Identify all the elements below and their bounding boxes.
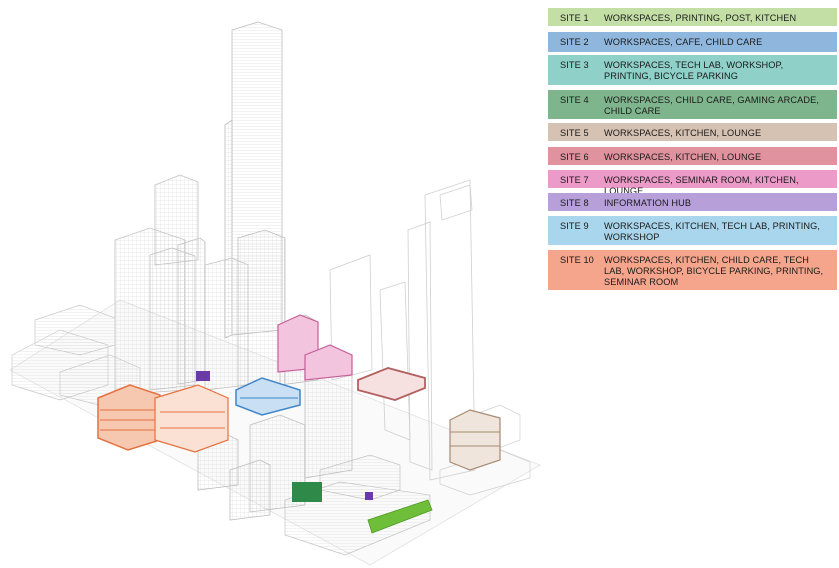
legend-row: SITE 1 WORKSPACES, PRINTING, POST, KITCHE… xyxy=(548,8,837,26)
legend-site-label: SITE 5 xyxy=(560,128,589,138)
legend-row: SITE 9 WORKSPACES, KITCHEN, TECH LAB, PRI… xyxy=(548,216,837,245)
legend-site-description: WORKSPACES, CAFE, CHILD CARE xyxy=(604,37,763,47)
legend-row: SITE 3 WORKSPACES, TECH LAB, WORKSHOP, PR… xyxy=(548,55,837,85)
legend-site-description: WORKSPACES, SEMINAR ROOM, KITCHEN, LOUNG… xyxy=(604,175,799,196)
legend-site-description: WORKSPACES, KITCHEN, LOUNGE xyxy=(604,128,762,138)
left-tower-cluster xyxy=(114,174,249,396)
legend-site-description: WORKSPACES, KITCHEN, LOUNGE xyxy=(604,152,762,162)
site-8-building xyxy=(196,371,210,381)
legend-row: SITE 5 WORKSPACES, KITCHEN, LOUNGE xyxy=(548,123,837,141)
site-6-building xyxy=(357,367,426,401)
legend-site-description: WORKSPACES, KITCHEN, TECH LAB, PRINTING,… xyxy=(604,221,821,242)
legend-site-label: SITE 6 xyxy=(560,152,589,162)
site-2-building xyxy=(235,377,301,416)
legend-site-label: SITE 10 xyxy=(560,255,594,265)
legend-site-description: WORKSPACES, KITCHEN, CHILD CARE, TECH LA… xyxy=(604,255,824,287)
legend-row: SITE 4 WORKSPACES, CHILD CARE, GAMING ARC… xyxy=(548,90,837,119)
legend-row: SITE 10 WORKSPACES, KITCHEN, CHILD CARE, … xyxy=(548,250,837,290)
site-1-building xyxy=(367,499,433,534)
legend-site-label: SITE 1 xyxy=(560,13,589,23)
lower-center-buildings xyxy=(197,414,306,521)
legend-site-label: SITE 2 xyxy=(560,37,589,47)
legend-site-label: SITE 7 xyxy=(560,175,589,185)
left-low-blocks xyxy=(11,304,141,409)
tallest-tower xyxy=(224,21,286,406)
legend-site-label: SITE 3 xyxy=(560,60,589,70)
legend-row: SITE 2 WORKSPACES, CAFE, CHILD CARE xyxy=(548,32,837,52)
site-4-building xyxy=(292,482,322,502)
legend-site-description: WORKSPACES, PRINTING, POST, KITCHEN xyxy=(604,13,797,23)
small-purple-marker xyxy=(365,492,373,500)
legend-site-label: SITE 4 xyxy=(560,95,589,105)
site-10-building xyxy=(97,384,229,453)
site-5-building xyxy=(449,409,501,471)
legend-row: SITE 7 WORKSPACES, SEMINAR ROOM, KITCHEN,… xyxy=(548,170,837,196)
legend-site-description: WORKSPACES, CHILD CARE, GAMING ARCADE, C… xyxy=(604,95,819,116)
legend-site-description: INFORMATION HUB xyxy=(604,198,692,208)
site-7-building xyxy=(277,314,353,381)
legend-site-label: SITE 8 xyxy=(560,198,589,208)
legend-site-label: SITE 9 xyxy=(560,221,589,231)
legend-row: SITE 6 WORKSPACES, KITCHEN, LOUNGE xyxy=(548,147,837,165)
isometric-city-model xyxy=(9,21,541,566)
legend-site-description: WORKSPACES, TECH LAB, WORKSHOP, PRINTING… xyxy=(604,60,784,81)
legend-row: SITE 8 INFORMATION HUB xyxy=(548,193,837,211)
